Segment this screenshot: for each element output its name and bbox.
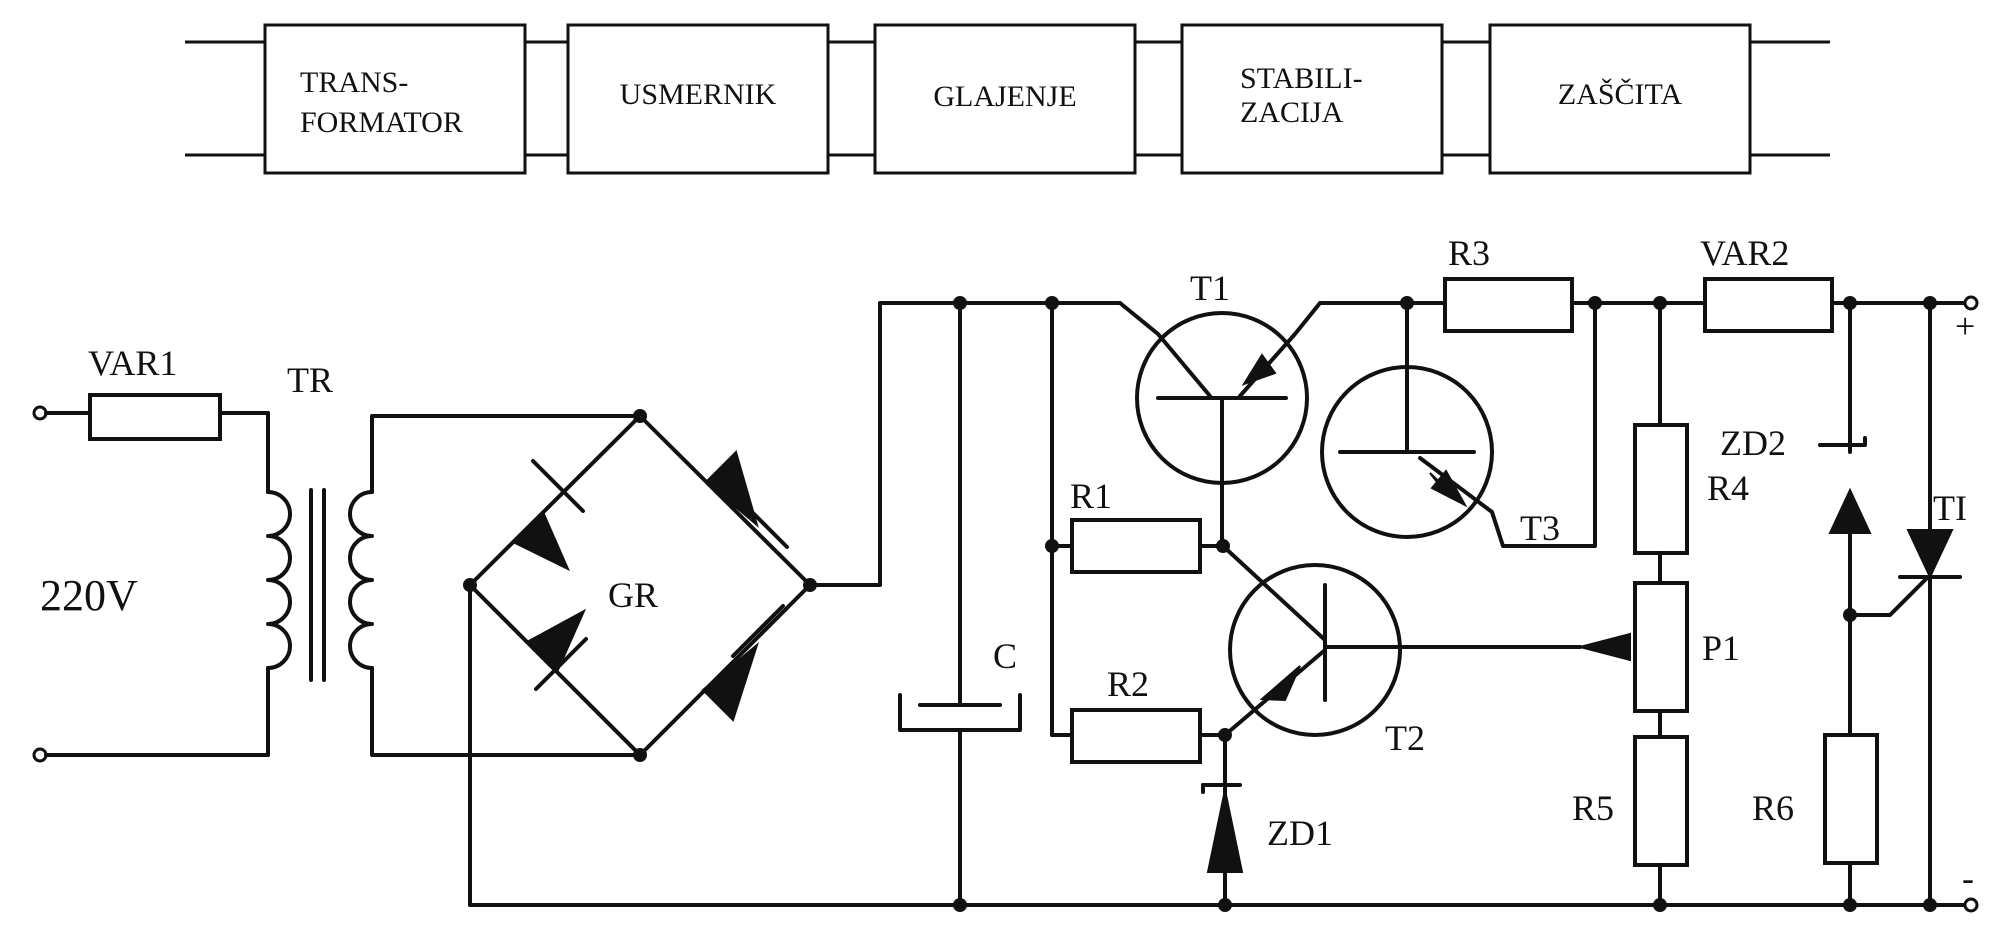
varistor-var2: VAR2 bbox=[1700, 233, 1834, 333]
block-glajenje-label: GLAJENJE bbox=[933, 80, 1076, 113]
t3-label: T3 bbox=[1520, 508, 1560, 548]
resistor-r3: R3 bbox=[1443, 233, 1602, 333]
ti-thyristor-icon bbox=[1906, 529, 1954, 580]
r4-resistor bbox=[1633, 423, 1689, 555]
block-diagram: TRANS- FORMATOR USMERNIK GLAJENJE STABIL… bbox=[185, 23, 1830, 175]
block-stabilizacija-line2: ZACIJA bbox=[1240, 96, 1344, 129]
r4-label: R4 bbox=[1707, 468, 1749, 508]
r6-label: R6 bbox=[1752, 788, 1794, 828]
output-terminal-plus bbox=[1963, 295, 1979, 311]
diode-d3 bbox=[525, 608, 587, 674]
gr-label: GR bbox=[608, 575, 658, 615]
bridge-rectifier-gr: GR bbox=[463, 409, 817, 762]
t1-emitter-arrow-icon bbox=[1241, 353, 1277, 386]
schematic: VAR1 TR 220V GR bbox=[32, 233, 1979, 913]
zener-zd1: ZD1 bbox=[1201, 733, 1333, 912]
t3-emitter-arrow-head bbox=[1430, 469, 1468, 508]
var1-varistor bbox=[88, 393, 222, 441]
output-terminal-minus bbox=[1963, 897, 1979, 913]
input-section: VAR1 TR 220V bbox=[32, 343, 642, 763]
r5-label: R5 bbox=[1572, 788, 1614, 828]
diode-d1 bbox=[511, 510, 571, 572]
t1-label: T1 bbox=[1190, 268, 1230, 308]
block-zascita-label: ZAŠČITA bbox=[1558, 78, 1683, 111]
r3-resistor bbox=[1443, 277, 1574, 333]
r2-label: R2 bbox=[1107, 664, 1149, 704]
transistor-t3: T3 bbox=[1320, 296, 1597, 548]
r6-resistor bbox=[1823, 733, 1879, 865]
minus-label: - bbox=[1962, 858, 1974, 898]
plus-label: + bbox=[1955, 306, 1975, 346]
p1-label: P1 bbox=[1702, 628, 1740, 668]
r3-label: R3 bbox=[1448, 233, 1490, 273]
r2-resistor bbox=[1070, 708, 1202, 764]
block-stabilizacija-line1: STABILI- bbox=[1240, 62, 1363, 95]
p1-wiper-arrow-icon bbox=[1576, 632, 1631, 662]
p1-potentiometer bbox=[1633, 581, 1689, 713]
r5-resistor bbox=[1633, 735, 1689, 867]
t2-label: T2 bbox=[1385, 718, 1425, 758]
block-usmernik: USMERNIK bbox=[566, 23, 830, 175]
capacitor-c: C bbox=[898, 296, 1022, 912]
var1-label: VAR1 bbox=[88, 343, 177, 383]
var2-label: VAR2 bbox=[1700, 233, 1789, 273]
resistor-branch: R1 R2 bbox=[1045, 296, 1227, 764]
ti-label: TI bbox=[1933, 488, 1967, 528]
zd2-label: ZD2 bbox=[1720, 423, 1786, 463]
r1-resistor bbox=[1070, 518, 1202, 574]
block-transformator: TRANS- FORMATOR bbox=[263, 23, 527, 175]
diode-d4 bbox=[701, 642, 759, 722]
var2-varistor bbox=[1703, 277, 1834, 333]
tr-primary-coil bbox=[266, 490, 292, 670]
mains-voltage-label: 220V bbox=[40, 571, 138, 620]
diode-d2 bbox=[704, 450, 759, 528]
transistor-t1: T1 bbox=[1118, 268, 1322, 548]
r1-label: R1 bbox=[1070, 476, 1112, 516]
zd2-diode-icon bbox=[1828, 487, 1872, 534]
tr-secondary-coil bbox=[348, 490, 374, 670]
zener-zd2-branch: ZD2 R6 bbox=[1720, 296, 1879, 912]
c-label: C bbox=[993, 636, 1017, 676]
block-zascita: ZAŠČITA bbox=[1488, 23, 1752, 175]
block-transformator-line1: TRANS- bbox=[300, 66, 408, 99]
t2-emitter-arrow-icon bbox=[1259, 665, 1301, 702]
block-transformator-line2: FORMATOR bbox=[300, 106, 463, 139]
voltage-divider: R4 P1 R5 bbox=[1572, 296, 1749, 912]
block-glajenje: GLAJENJE bbox=[873, 23, 1137, 175]
block-usmernik-label: USMERNIK bbox=[620, 78, 777, 111]
tr-label: TR bbox=[287, 360, 333, 400]
zd1-diode-icon bbox=[1206, 789, 1244, 873]
thyristor-ti: TI bbox=[1848, 296, 1967, 912]
transistor-t2: T2 bbox=[1216, 539, 1631, 758]
block-stabilizacija: STABILI- ZACIJA bbox=[1180, 23, 1444, 175]
zd1-label: ZD1 bbox=[1267, 813, 1333, 853]
